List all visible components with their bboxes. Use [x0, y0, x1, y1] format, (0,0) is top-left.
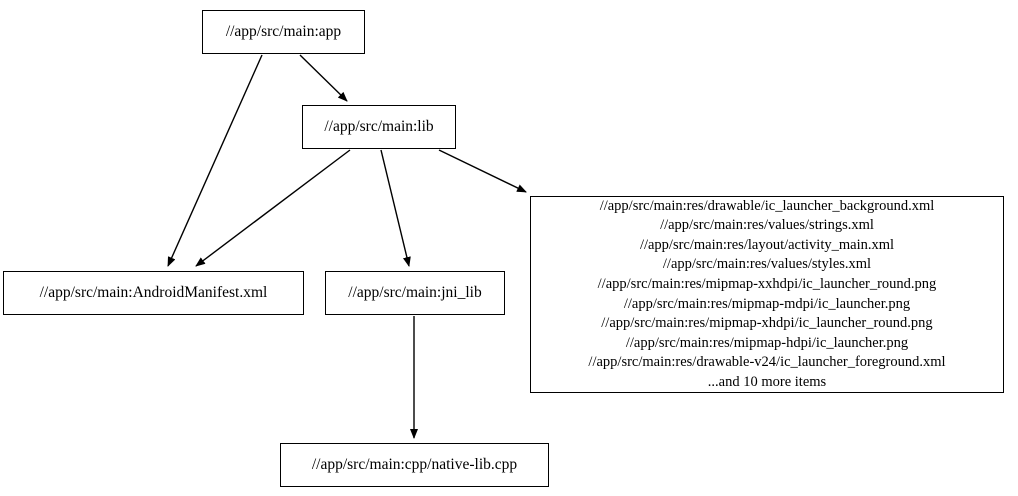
node-res-group-line: //app/src/main:res/values/styles.xml	[662, 256, 872, 273]
node-res-group[interactable]: //app/src/main:res/drawable/ic_launcher_…	[530, 196, 1004, 393]
node-res-group-line: //app/src/main:res/mipmap-xhdpi/ic_launc…	[601, 315, 933, 332]
node-lib[interactable]: //app/src/main:lib	[302, 105, 456, 149]
node-res-group-line: //app/src/main:res/drawable-v24/ic_launc…	[588, 354, 946, 371]
node-android-manifest-label: //app/src/main:AndroidManifest.xml	[39, 284, 268, 302]
node-lib-label: //app/src/main:lib	[324, 118, 434, 136]
node-jni-lib[interactable]: //app/src/main:jni_lib	[325, 271, 505, 315]
node-res-group-line: //app/src/main:res/values/strings.xml	[660, 217, 874, 234]
node-app[interactable]: //app/src/main:app	[202, 10, 365, 54]
edge-app-to-manifest	[167, 54, 263, 267]
node-res-group-label: //app/src/main:res/drawable/ic_launcher_…	[582, 197, 951, 393]
edge-lib-to-manifest	[195, 149, 351, 267]
node-res-group-line: //app/src/main:res/mipmap-hdpi/ic_launch…	[625, 334, 909, 351]
node-res-group-line: //app/src/main:res/mipmap-xxhdpi/ic_laun…	[597, 275, 937, 292]
node-jni-lib-label: //app/src/main:jni_lib	[348, 284, 482, 302]
node-native-lib-cpp[interactable]: //app/src/main:cpp/native-lib.cpp	[280, 443, 549, 487]
node-native-lib-cpp-label: //app/src/main:cpp/native-lib.cpp	[311, 456, 518, 474]
node-res-group-line: //app/src/main:res/drawable/ic_launcher_…	[599, 197, 935, 214]
node-res-group-line: //app/src/main:res/mipmap-mdpi/ic_launch…	[623, 295, 911, 312]
node-app-label: //app/src/main:app	[225, 23, 342, 41]
node-android-manifest[interactable]: //app/src/main:AndroidManifest.xml	[3, 271, 304, 315]
edge-lib-to-res	[438, 149, 527, 193]
edge-lib-to-jni-lib	[380, 149, 411, 267]
edge-app-to-lib	[299, 54, 348, 102]
node-res-group-line: //app/src/main:res/layout/activity_main.…	[639, 236, 895, 253]
node-res-group-line: ...and 10 more items	[707, 373, 827, 390]
